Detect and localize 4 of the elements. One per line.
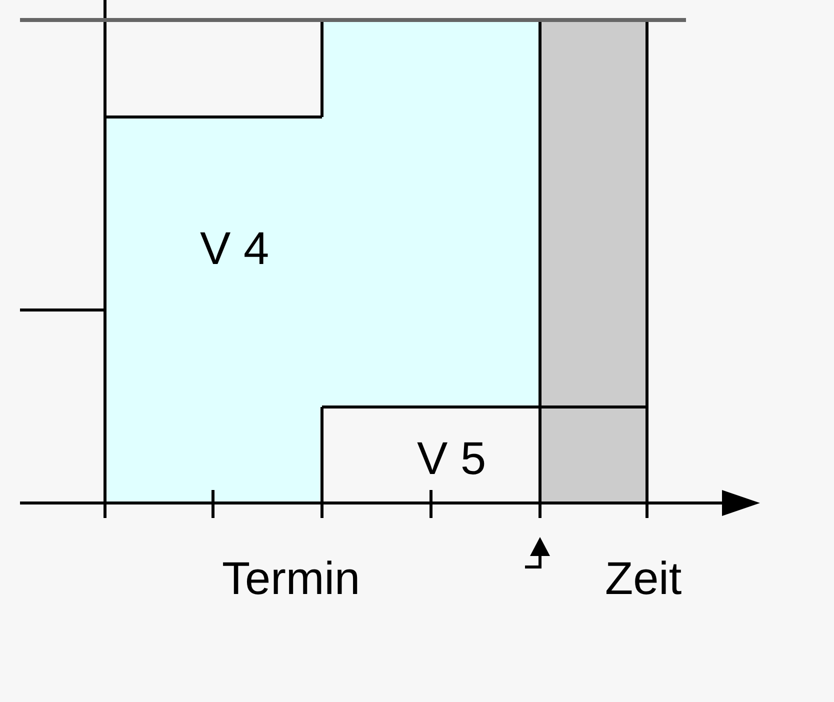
axis-label: Termin bbox=[222, 555, 360, 601]
task-label: V 4 bbox=[200, 225, 270, 271]
task-label: V 5 bbox=[417, 435, 486, 481]
axis-label: Zeit bbox=[605, 555, 682, 601]
